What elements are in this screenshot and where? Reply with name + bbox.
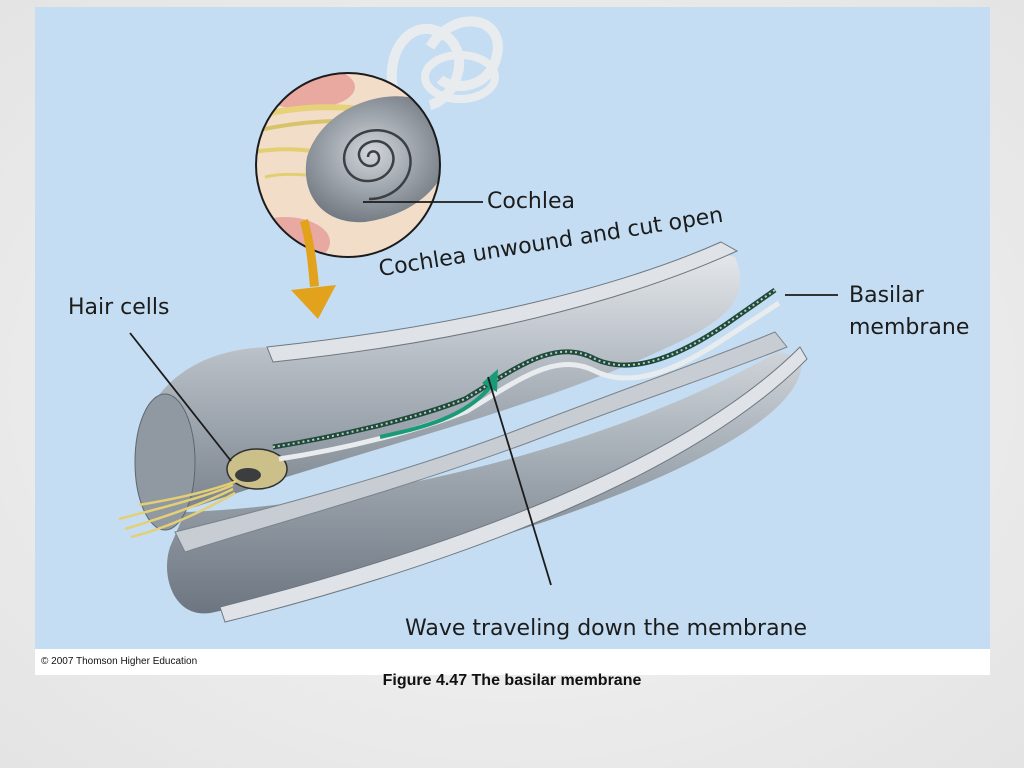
basilar-membrane-illustration (118, 16, 838, 623)
label-basilar: Basilar (849, 283, 924, 308)
label-cochlea: Cochlea (487, 189, 575, 214)
leader-lines (129, 201, 838, 586)
semicircular-canals (386, 16, 503, 110)
label-membrane: membrane (849, 315, 970, 340)
pointer-arrow (291, 219, 336, 319)
unwound-cochlea-tube (118, 241, 808, 623)
copyright-credit: © 2007 Thomson Higher Education (41, 656, 198, 667)
label-hair-cells: Hair cells (68, 295, 170, 320)
figure-caption: Figure 4.47 The basilar membrane (382, 672, 642, 689)
credit-strip: © 2007 Thomson Higher Education (35, 649, 990, 675)
label-wave-traveling: Wave traveling down the membrane (405, 616, 808, 641)
diagram-panel: Cochlea Cochlea unwound and cut open Hai… (35, 7, 990, 649)
